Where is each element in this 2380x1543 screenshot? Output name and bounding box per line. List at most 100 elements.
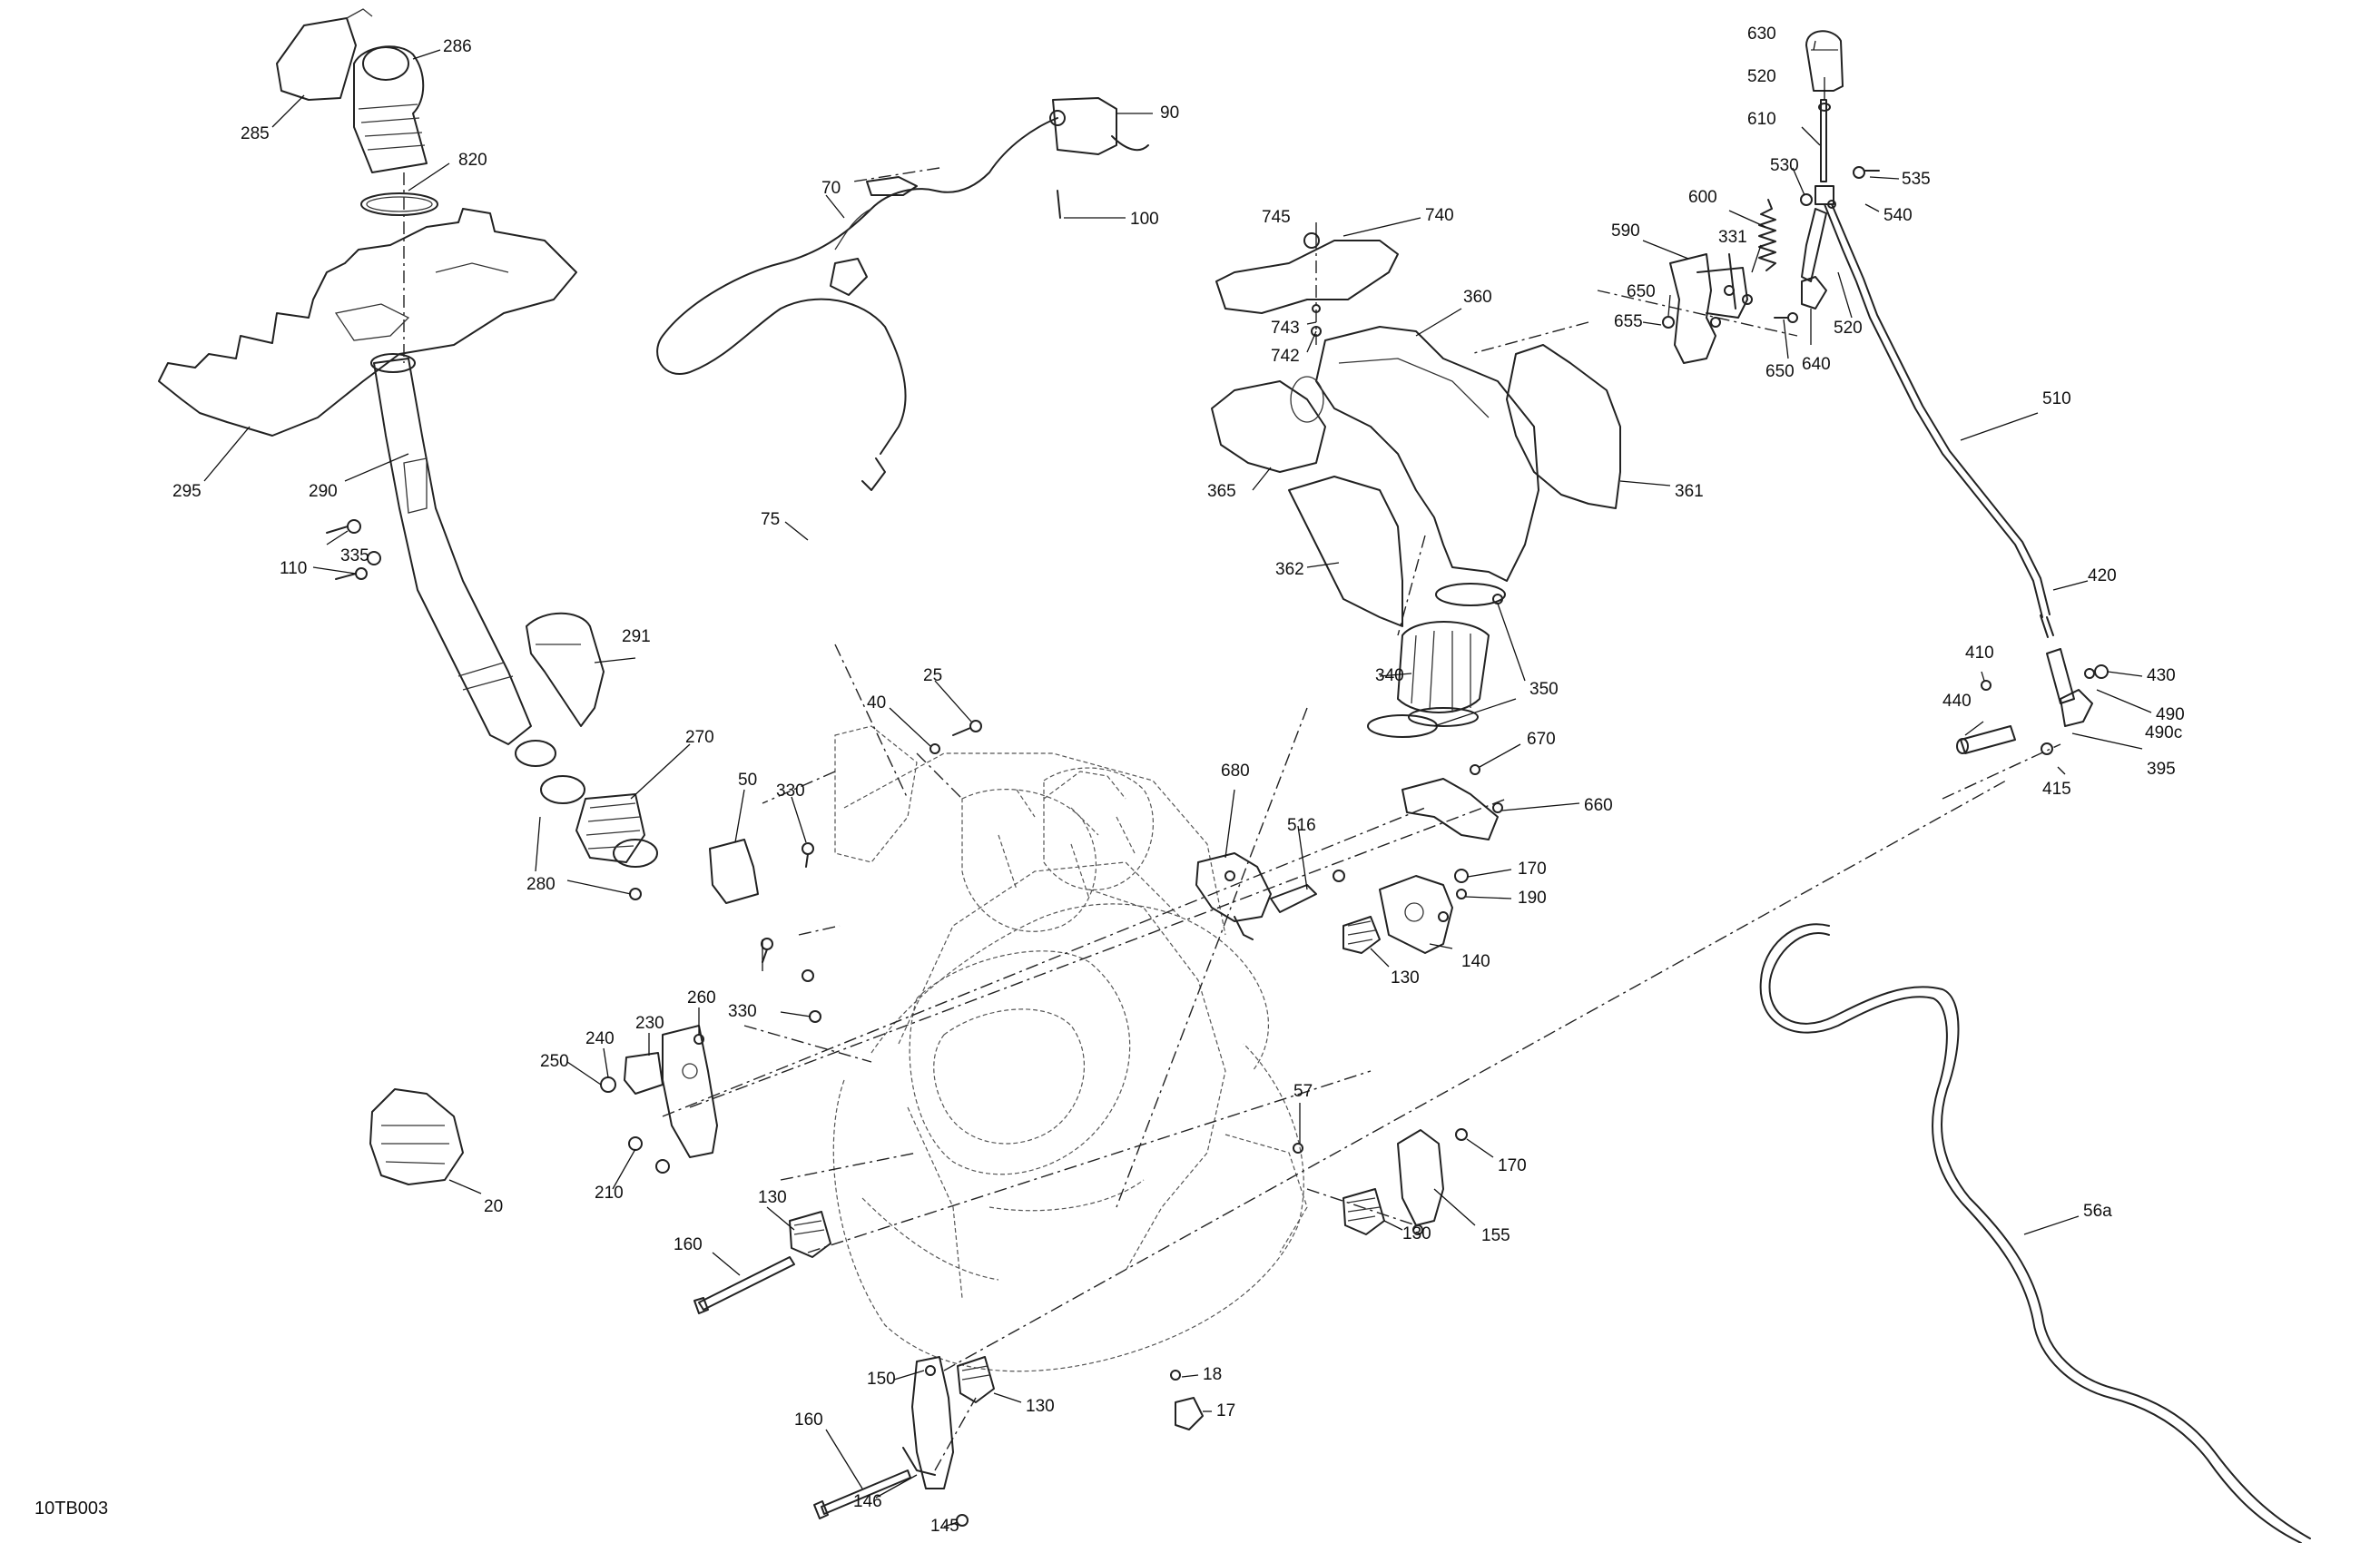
callout-820: 820 — [458, 151, 487, 170]
callout-150: 150 — [867, 1370, 896, 1389]
callout-490: 490 — [2156, 705, 2185, 724]
callout-440: 440 — [1942, 692, 1972, 711]
intake-filter-cover — [276, 8, 373, 101]
plate-660-670 — [1401, 764, 1503, 840]
callout-146: 146 — [853, 1492, 882, 1511]
callout-160-upper: 160 — [674, 1235, 703, 1254]
spring-600 — [1758, 199, 1776, 271]
mount-bracket-740 — [1215, 232, 1399, 337]
callout-530: 530 — [1770, 156, 1799, 175]
heat-shield-361 — [1506, 344, 1621, 509]
shift-bracket-590 — [1669, 253, 1748, 364]
air-filter-340 — [1397, 621, 1490, 727]
bolts-240-250-210 — [600, 1076, 670, 1174]
callout-330-lower: 330 — [728, 1002, 757, 1021]
callout-630: 630 — [1747, 25, 1776, 44]
figure-code: 10TB003 — [34, 1499, 109, 1518]
damper-130b — [789, 1211, 831, 1258]
callout-410: 410 — [1965, 644, 1994, 663]
shift-fasteners-530-540 — [1800, 166, 1880, 209]
fastener-25-40 — [929, 720, 982, 754]
shift-rod-510 — [1824, 203, 2051, 618]
callout-290: 290 — [309, 482, 338, 501]
callout-240: 240 — [585, 1029, 615, 1048]
damper-130c — [1342, 1188, 1385, 1235]
callout-365: 365 — [1207, 482, 1236, 501]
bracket-50 — [709, 839, 759, 904]
shift-fasteners-650-655 — [1662, 294, 1798, 329]
duct-coupling-boot — [575, 793, 645, 863]
callout-291: 291 — [622, 627, 651, 646]
plug-17-18 — [1170, 1370, 1204, 1430]
callout-590: 590 — [1611, 221, 1640, 241]
callout-20: 20 — [484, 1197, 504, 1216]
alignment-lines — [403, 167, 2061, 1471]
callout-170-lower: 170 — [1498, 1156, 1527, 1175]
callout-510: 510 — [2042, 389, 2071, 408]
part-20-cover — [369, 1088, 464, 1185]
duct-heat-shield — [526, 612, 605, 727]
callout-56a: 56a — [2083, 1202, 2112, 1221]
callout-361: 361 — [1675, 482, 1704, 501]
callout-740: 740 — [1425, 206, 1454, 225]
mount-150 — [902, 1356, 969, 1527]
callout-285: 285 — [241, 124, 270, 143]
callout-330-upper: 330 — [776, 781, 805, 801]
callout-70: 70 — [821, 179, 841, 198]
callout-50: 50 — [738, 771, 758, 790]
callout-130-lower: 130 — [1026, 1397, 1055, 1416]
callout-250: 250 — [540, 1052, 569, 1071]
shift-link-420-430 — [2040, 614, 2109, 727]
sensor-harness — [656, 97, 1149, 491]
callout-18: 18 — [1203, 1365, 1223, 1384]
callout-610: 610 — [1747, 110, 1776, 129]
callout-745: 745 — [1262, 208, 1291, 227]
callout-670: 670 — [1527, 730, 1556, 749]
callout-230: 230 — [635, 1014, 664, 1033]
damper-130d — [957, 1356, 995, 1403]
callout-140: 140 — [1461, 952, 1490, 971]
callout-650-lower: 650 — [1765, 362, 1795, 381]
callout-190: 190 — [1518, 889, 1547, 908]
callout-331: 331 — [1718, 228, 1747, 247]
callout-130-left: 130 — [758, 1188, 787, 1207]
callout-160-lower: 160 — [794, 1410, 823, 1430]
callout-110: 110 — [280, 559, 308, 578]
callout-655: 655 — [1614, 312, 1643, 331]
air-duct-elbow-365 — [1211, 376, 1326, 473]
hose-56a — [1759, 923, 2311, 1543]
shift-pivot-640 — [1801, 276, 1827, 310]
callout-286: 286 — [443, 37, 472, 56]
callout-362: 362 — [1275, 560, 1304, 579]
damper-130a — [1342, 916, 1381, 954]
callout-280: 280 — [526, 875, 556, 894]
callout-520-lower: 520 — [1834, 319, 1863, 338]
callout-25: 25 — [923, 666, 943, 685]
callout-75: 75 — [761, 510, 781, 529]
leader-lines — [203, 40, 2152, 1528]
intake-clamp-ring — [360, 192, 438, 216]
callout-743: 743 — [1271, 319, 1300, 338]
intake-support-plate — [158, 208, 577, 437]
callout-340: 340 — [1375, 666, 1404, 685]
screws-330 — [761, 842, 821, 1023]
mount-bracket-260 — [662, 1025, 718, 1158]
intake-bellows — [353, 45, 428, 173]
callout-360: 360 — [1463, 288, 1492, 307]
callout-430: 430 — [2147, 666, 2176, 685]
callout-155: 155 — [1481, 1226, 1510, 1245]
callout-540: 540 — [1883, 206, 1913, 225]
engine-mount-140 — [1379, 869, 1469, 954]
callout-335: 335 — [340, 546, 369, 565]
sensor-516 — [1270, 870, 1345, 913]
intake-duct-tube — [370, 353, 532, 745]
shift-pin-440-410 — [1956, 680, 2053, 755]
callout-520-upper: 520 — [1747, 67, 1776, 86]
callout-640: 640 — [1802, 355, 1831, 374]
callout-680: 680 — [1221, 762, 1250, 781]
bolt-160a — [693, 1256, 795, 1314]
callout-600: 600 — [1688, 188, 1717, 207]
callout-295: 295 — [172, 482, 202, 501]
callout-650-upper: 650 — [1627, 282, 1656, 301]
callout-415: 415 — [2042, 780, 2071, 799]
